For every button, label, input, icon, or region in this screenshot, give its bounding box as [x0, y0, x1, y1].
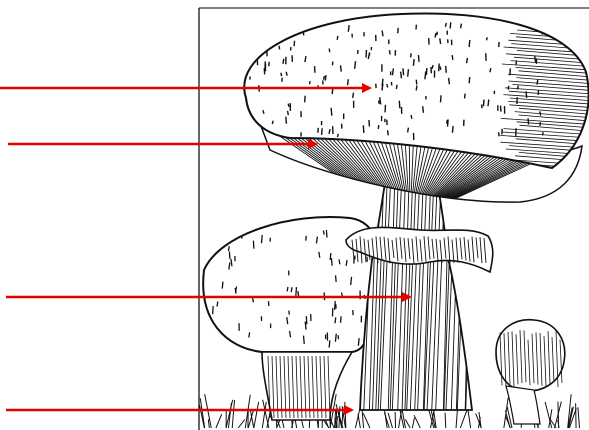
mushroom-illustration	[0, 0, 589, 430]
diagram-canvas	[0, 0, 589, 430]
